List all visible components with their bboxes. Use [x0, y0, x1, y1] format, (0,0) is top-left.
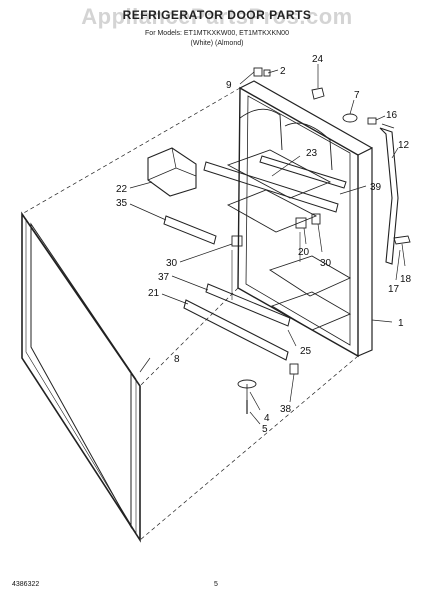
- callout-16: 16: [386, 110, 398, 121]
- callout-5: 5: [262, 424, 268, 435]
- hinge-screws: [253, 67, 271, 77]
- callout-17: 17: [388, 284, 400, 295]
- callout-38: 38: [280, 404, 292, 415]
- callout-25: 25: [300, 346, 312, 357]
- diagram-title: REFRIGERATOR DOOR PARTS: [122, 8, 312, 22]
- spacer-38: [289, 363, 299, 375]
- model-numbers: For Models: ET1MTKXKW00, ET1MTKXKN00: [145, 30, 289, 37]
- shelf-clip-30-right: [311, 213, 321, 225]
- callout-12: 12: [398, 140, 410, 151]
- callout-9: 9: [226, 80, 232, 91]
- callout-18: 18: [400, 274, 412, 285]
- dairy-door: [147, 147, 197, 197]
- document-number: 4386322: [12, 581, 40, 588]
- screw-16: [367, 117, 377, 125]
- plug-7: [342, 113, 358, 123]
- callout-labels: 9 2 24 7 16 12 23 39 22 35 20 30 30 17 1…: [116, 54, 412, 435]
- shelf-bar-23: [203, 161, 339, 213]
- shelf-clip-right: [295, 217, 307, 229]
- callout-1: 1: [398, 318, 404, 329]
- callout-30-right: 30: [320, 258, 332, 269]
- callout-20: 20: [298, 247, 310, 258]
- callout-35: 35: [116, 198, 128, 209]
- callout-7: 7: [354, 90, 360, 101]
- callout-23: 23: [306, 148, 318, 159]
- shelf-bar-21: [183, 299, 289, 361]
- door-liner: [21, 80, 373, 541]
- bottom-hinge-4: [237, 379, 257, 400]
- color-variants: (White) (Almond): [190, 40, 244, 47]
- shelf-bar-37: [205, 283, 291, 327]
- callout-24: 24: [312, 54, 324, 65]
- callout-39: 39: [370, 182, 382, 193]
- callout-8: 8: [174, 354, 180, 365]
- shelf-bar-39: [259, 155, 347, 189]
- hinge-pin-18: [393, 235, 411, 245]
- cap-24: [311, 87, 325, 100]
- callout-4: 4: [264, 413, 270, 424]
- leader-lines: [129, 64, 406, 425]
- callout-30-left: 30: [166, 258, 178, 269]
- shelf-bar-35: [163, 215, 217, 245]
- callout-37: 37: [158, 272, 170, 283]
- door-gasket: [21, 211, 141, 543]
- callout-21: 21: [148, 288, 160, 299]
- shelf-clip-left: [231, 235, 243, 247]
- callout-2: 2: [280, 66, 286, 77]
- callout-22: 22: [116, 184, 128, 195]
- page-number: 5: [214, 581, 218, 588]
- watermark: AppliancePartsPros.com: [81, 4, 353, 29]
- door-hinge: [379, 123, 399, 265]
